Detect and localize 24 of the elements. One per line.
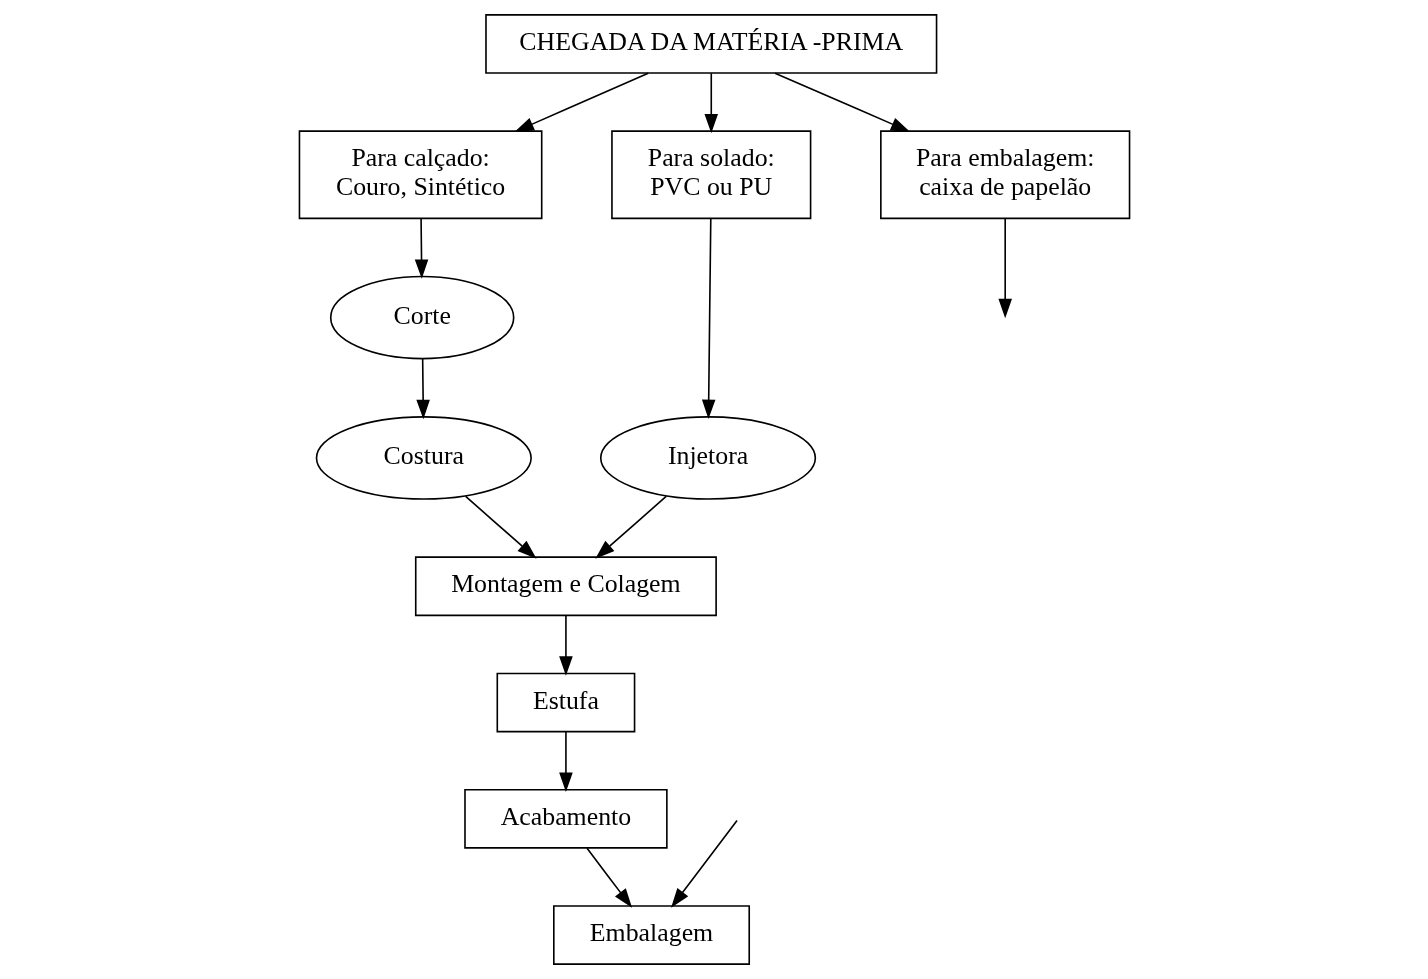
arrow [585, 847, 632, 908]
node-ellipse: Corte [329, 275, 514, 360]
arrow [464, 495, 537, 559]
node-ellipse: Costura [315, 416, 532, 500]
node-box: Para calçado: Couro, Sintético [298, 130, 542, 220]
node-box: Embalagem [552, 905, 750, 965]
arrow [414, 218, 428, 279]
node-box: Montagem e Colagem [414, 556, 717, 617]
node-box: Estufa [496, 672, 635, 733]
arrow [670, 819, 738, 908]
arrow [704, 72, 718, 134]
node-box: Para solado: PVC ou PU [610, 130, 811, 220]
arrow [773, 72, 910, 132]
arrow [997, 218, 1012, 319]
node-box: Para embalagem: caixa de papelão [879, 130, 1130, 220]
arrow [558, 731, 573, 792]
arrow [415, 358, 430, 420]
arrow [701, 218, 715, 419]
node-box: Acabamento [463, 788, 668, 849]
arrow [514, 72, 649, 132]
node-ellipse: Injetora [599, 416, 816, 500]
arrow [594, 495, 667, 559]
arrow [558, 615, 573, 676]
node-box: CHEGADA DA MATÉRIA -PRIMA [484, 14, 937, 74]
